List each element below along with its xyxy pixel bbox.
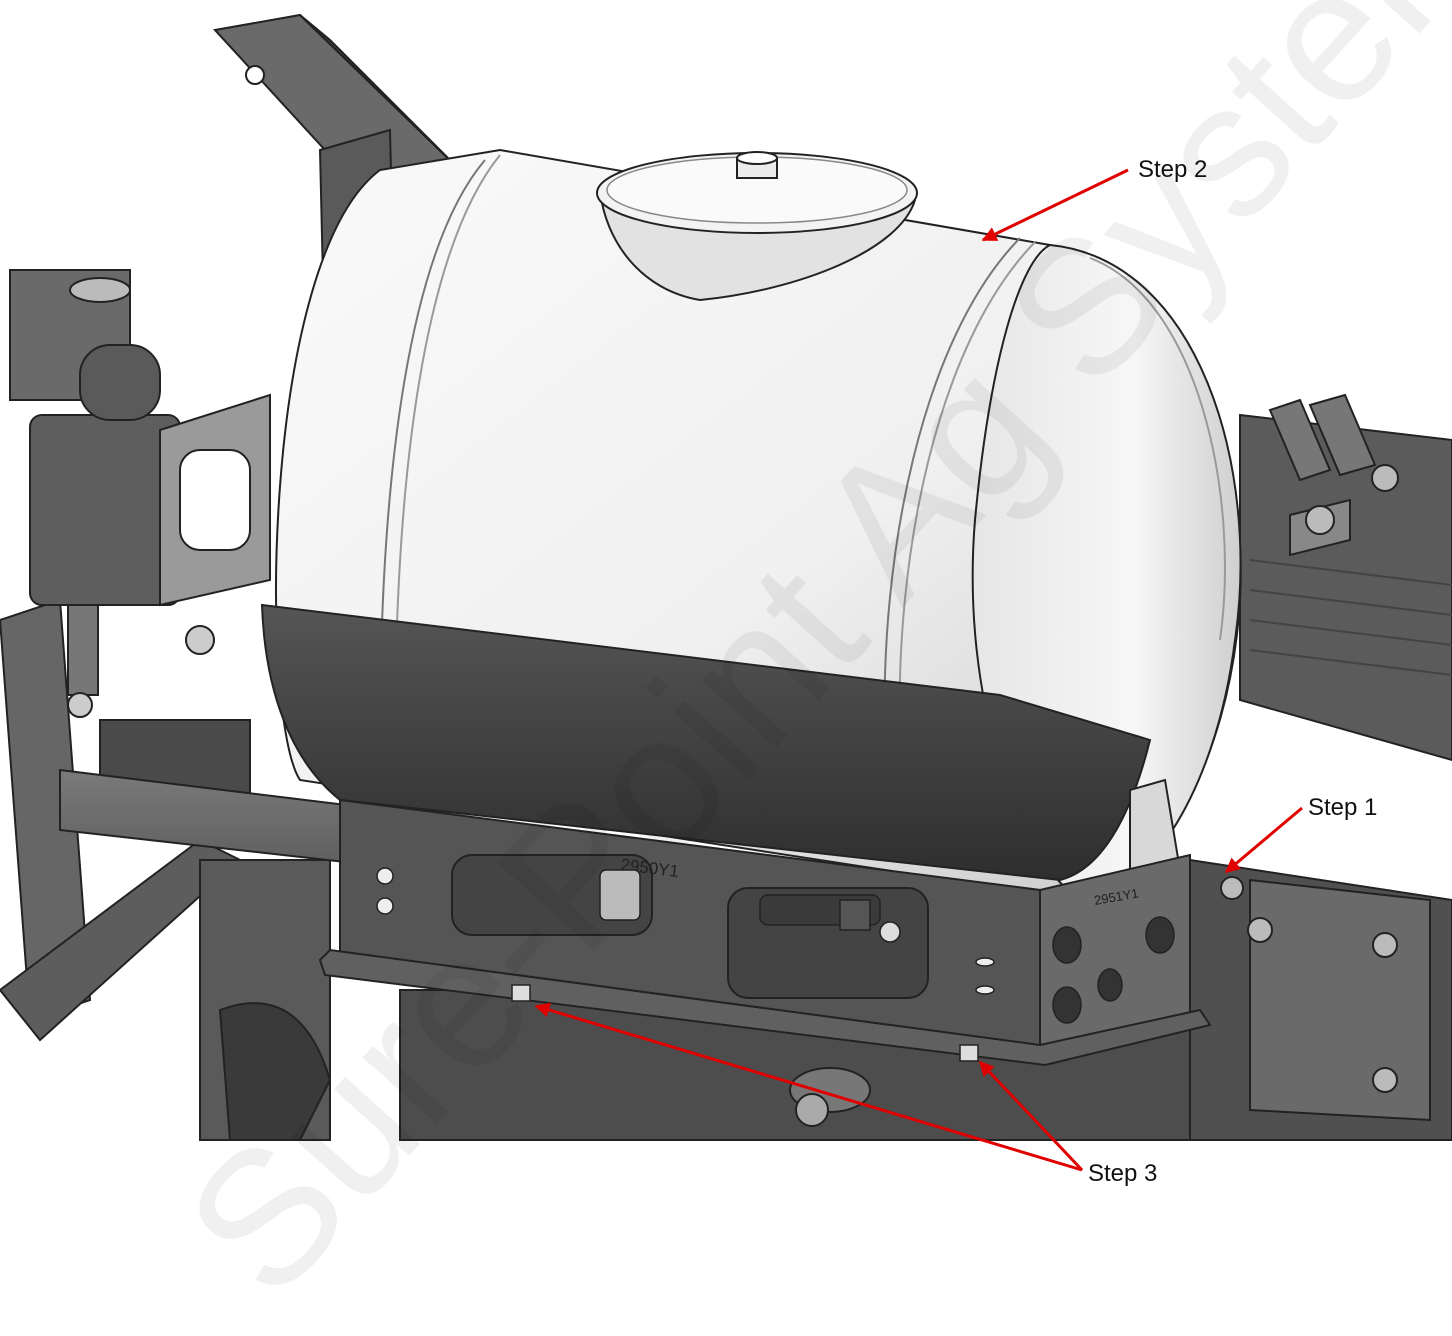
- step3-arrow-right: [978, 1060, 1084, 1172]
- step1-arrow: [1224, 806, 1303, 874]
- callout-step1-label: Step 1: [1308, 794, 1378, 821]
- callout-step3-label: Step 3: [1088, 1160, 1158, 1187]
- callout-arrows: [534, 168, 1303, 1172]
- step3-arrow-left: [534, 1002, 1083, 1172]
- control-box: [9, 269, 271, 718]
- mounting-bracket: 2950Y1 2951Y1: [59, 768, 1212, 1067]
- step2-arrow: [981, 168, 1129, 242]
- sprayer-tank-assembly-diagram: 2950Y1 2951Y1: [0, 13, 1452, 1172]
- callout-step2-label: Step 2: [1138, 156, 1208, 183]
